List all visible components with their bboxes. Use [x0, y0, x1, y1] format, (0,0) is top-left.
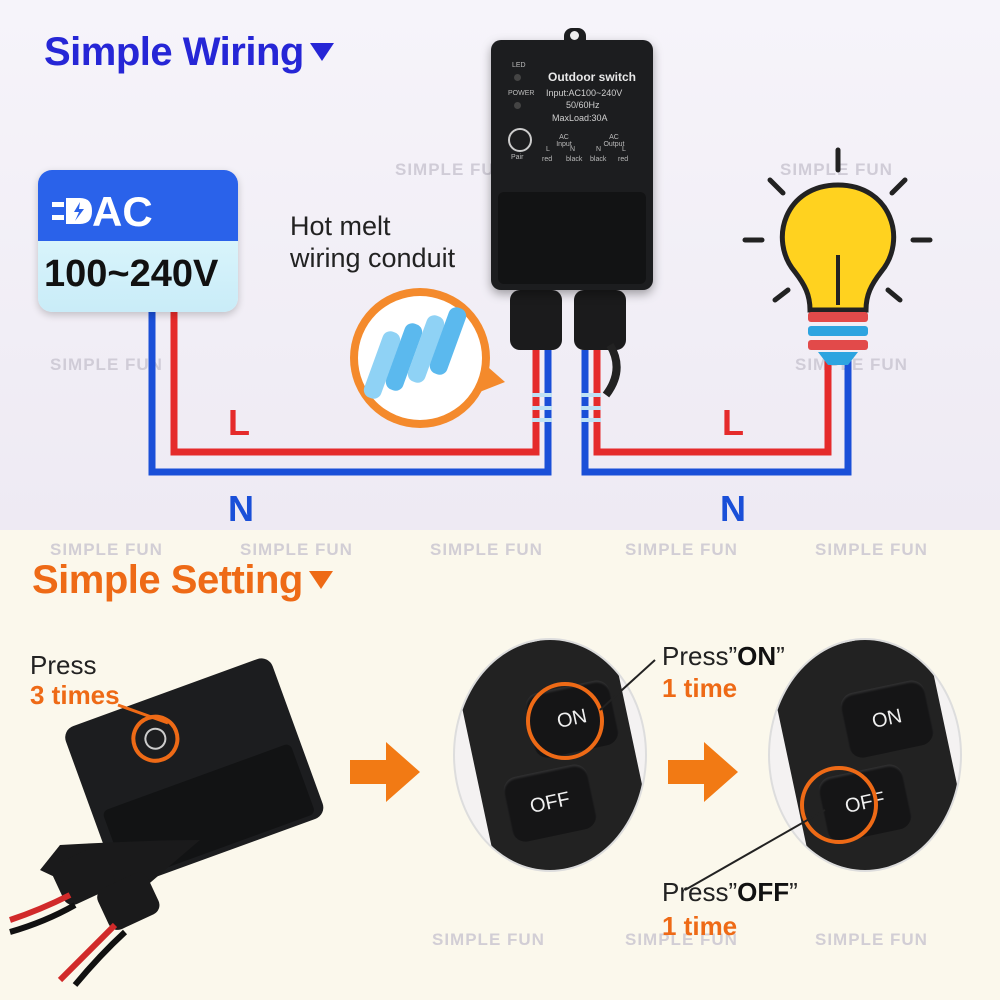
- watermark: SIMPLE FUN: [50, 355, 163, 374]
- watermark: SIMPLE FUN: [395, 160, 508, 179]
- left-neutral-label: N: [228, 488, 254, 529]
- power-indicator: [514, 102, 521, 109]
- watermark: SIMPLE FUN: [240, 540, 353, 559]
- arrow-right-icon: [350, 742, 420, 802]
- watermark: SIMPLE FUN: [430, 540, 543, 559]
- setting-title: Simple Setting: [32, 558, 333, 603]
- terminal-letter-N-1: N: [570, 146, 576, 153]
- device-freq: 50/60Hz: [566, 100, 600, 110]
- cable-gland: [574, 290, 626, 350]
- device-name: Outdoor switch: [548, 70, 636, 84]
- pointer-line: [117, 703, 169, 725]
- watermark: SIMPLE FUN: [625, 540, 738, 559]
- on-instruction: Press”ON” 1 time: [662, 641, 785, 703]
- left-live-wire: [170, 310, 540, 456]
- wiring-diagram: [148, 147, 933, 476]
- right-live-wire: [593, 350, 832, 456]
- arrow-right-icon: [668, 742, 738, 802]
- light-bulb-icon: [742, 147, 933, 365]
- watermark: SIMPLE FUN: [50, 540, 163, 559]
- wiring-title: Simple Wiring: [44, 30, 334, 75]
- down-triangle-icon: [309, 43, 334, 61]
- device-input: Input:AC100~240V: [546, 88, 623, 98]
- down-triangle-icon: [308, 571, 333, 589]
- terminal-group-output: AC Output: [603, 134, 625, 148]
- watermark: SIMPLE FUN: [815, 930, 928, 949]
- led-label: LED: [512, 62, 526, 69]
- ac-label: AC: [92, 188, 153, 235]
- highlight-ring: [800, 766, 878, 844]
- pair-button[interactable]: [508, 128, 532, 152]
- watermark: SIMPLE FUN: [625, 930, 738, 949]
- right-neutral-wire: [581, 350, 852, 476]
- terminal-black-1: black: [566, 156, 583, 163]
- watermark: SIMPLE FUN: [815, 540, 928, 559]
- voltage-label: 100~240V: [44, 253, 219, 295]
- callout-lines: [599, 659, 826, 891]
- led-indicator: [514, 74, 521, 81]
- heat-shrink-connectors: [363, 307, 467, 399]
- ac-power-card: [38, 170, 238, 312]
- press-instruction: Press 3 times: [30, 650, 120, 710]
- off-instruction: Press”OFF” 1 time: [662, 877, 798, 941]
- antenna-wire: [602, 342, 621, 398]
- terminal-cover: [498, 192, 646, 284]
- conduit-label: Hot melt wiring conduit: [290, 211, 456, 273]
- left-neutral-wire: [148, 310, 552, 476]
- right-neutral-label: N: [720, 488, 746, 529]
- terminal-letter-N-2: N: [596, 146, 602, 153]
- power-label: POWER: [508, 90, 535, 97]
- watermark: SIMPLE FUN: [432, 930, 545, 949]
- mount-hole: [570, 31, 579, 40]
- device-maxload: MaxLoad:30A: [552, 113, 608, 123]
- device-photo: [9, 658, 324, 987]
- left-live-label: L: [228, 402, 250, 443]
- terminal-group-input: AC Input: [556, 134, 572, 148]
- terminal-letter-L-1: L: [546, 146, 550, 153]
- terminal-letter-L-2: L: [622, 146, 626, 153]
- terminal-red-2: red: [618, 156, 629, 163]
- terminal-red-1: red: [542, 156, 553, 163]
- highlight-ring: [526, 682, 604, 760]
- right-live-label: L: [722, 402, 744, 443]
- cable-gland: [510, 290, 562, 350]
- terminal-black-2: black: [590, 156, 607, 163]
- plug-icon: [52, 198, 92, 224]
- pair-label: Pair: [511, 154, 524, 161]
